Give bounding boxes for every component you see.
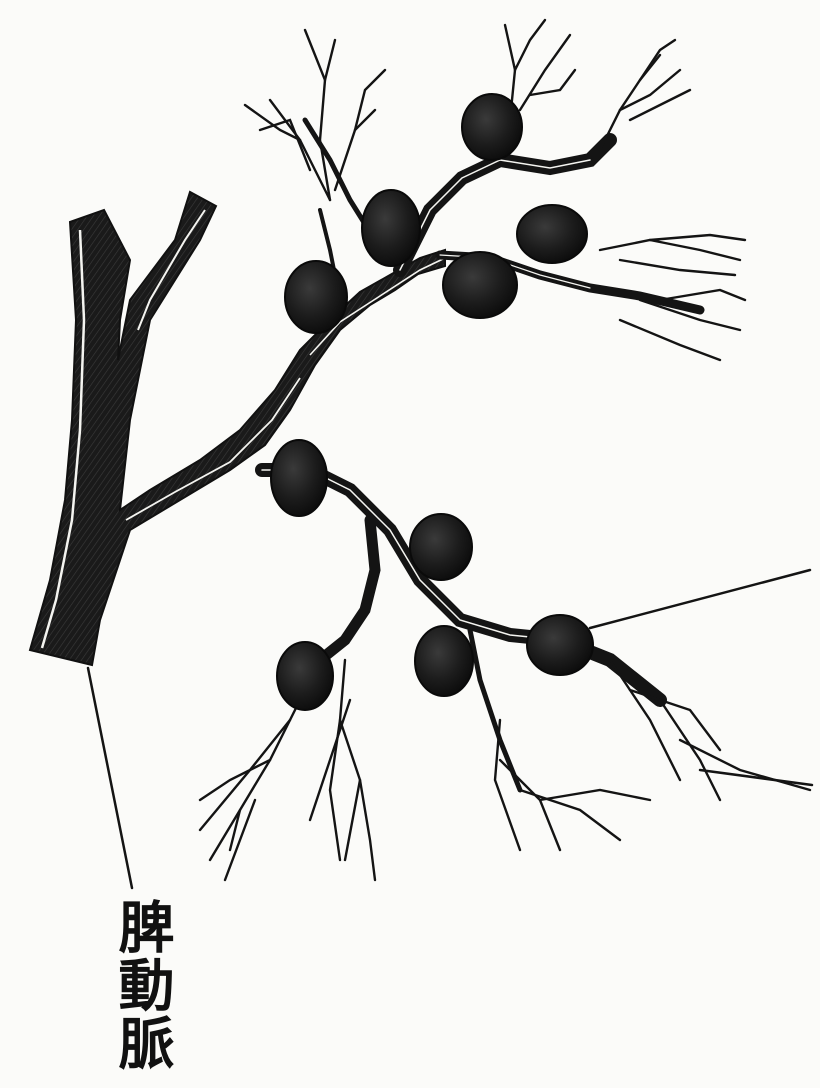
lower-branch [262,470,660,790]
nodule [527,615,593,675]
nodule [443,252,517,318]
nodule [410,514,472,580]
leader-line-splenic-artery [88,668,132,888]
nodule [285,261,347,333]
splenic-artery-label: 脾動脈 [112,898,172,1072]
nodule [415,626,473,696]
nodule [277,642,333,710]
nodule [362,190,420,266]
nodule [462,94,522,160]
leader-line-right-upper [590,570,810,628]
nodule [517,205,587,263]
nodules [271,94,593,710]
nodule [271,440,327,516]
leader-line-right-lower [700,770,812,785]
